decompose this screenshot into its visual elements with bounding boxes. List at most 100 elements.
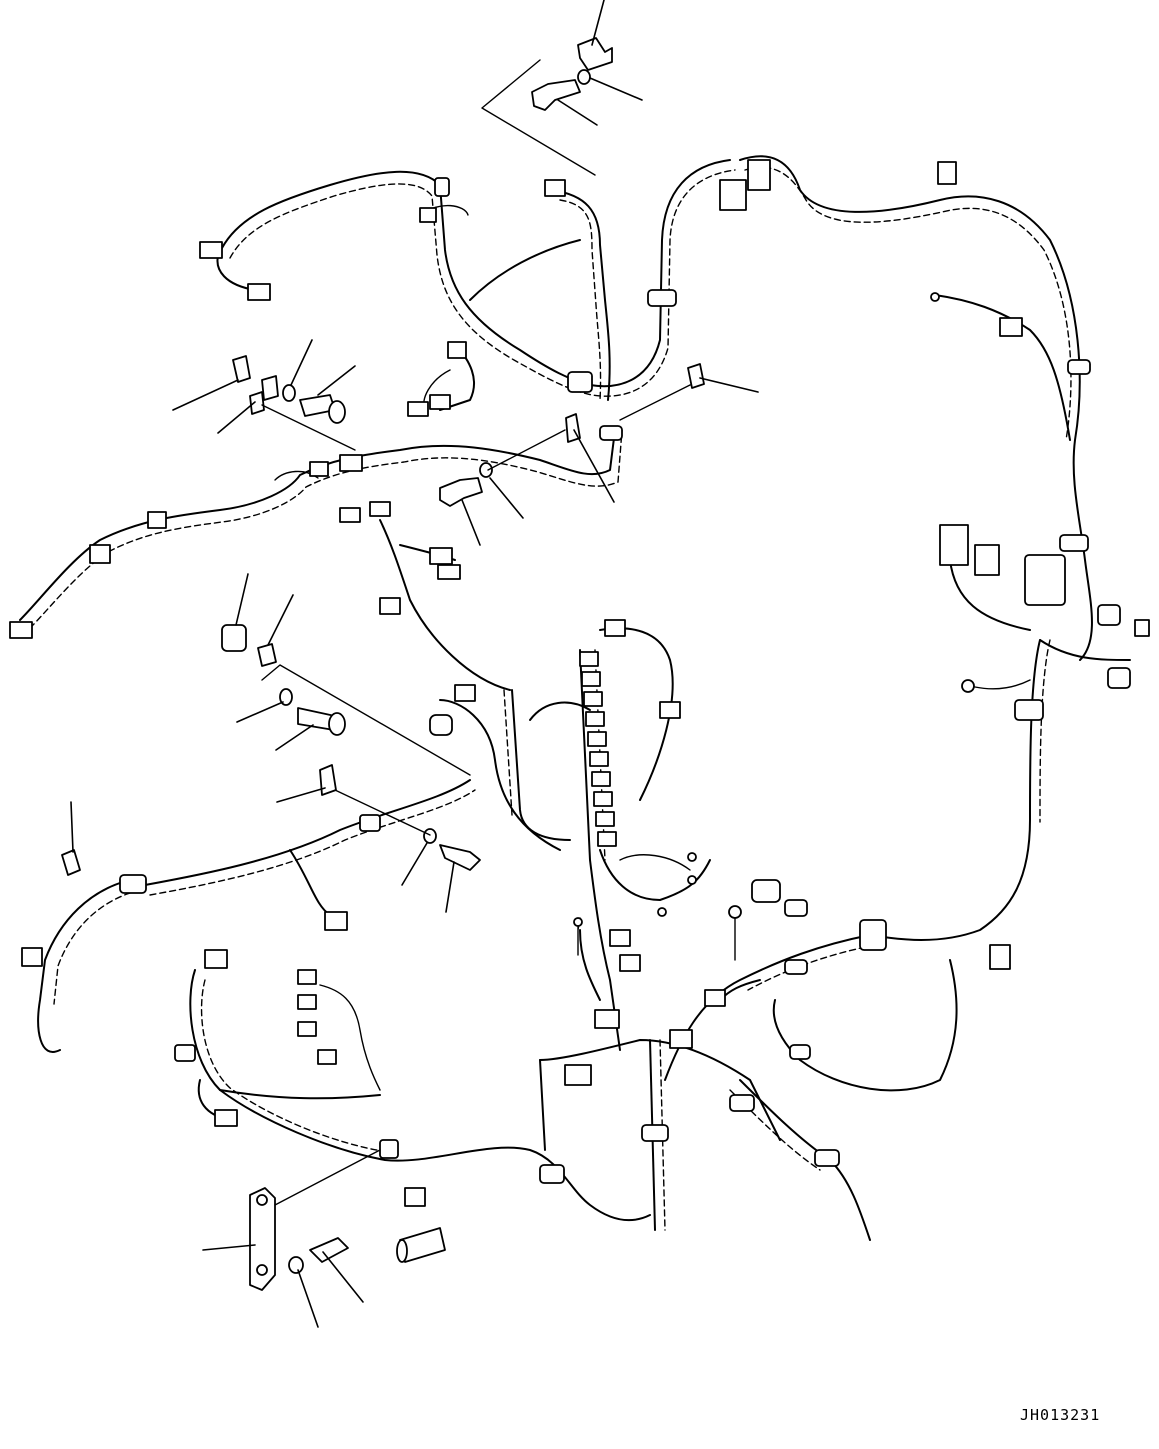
ring-terminal	[930, 292, 940, 302]
harness-clamp	[599, 425, 623, 441]
connector	[407, 401, 429, 417]
harness-clamp	[647, 289, 677, 307]
connector	[404, 1187, 426, 1207]
ring-terminal	[573, 917, 583, 927]
harness-clamp	[1014, 699, 1044, 721]
harness-clamp	[174, 1044, 196, 1062]
connector	[199, 241, 223, 259]
connector	[619, 954, 641, 972]
harness-clamp	[434, 177, 450, 197]
harness-clamp	[119, 874, 147, 894]
spacer-collar	[221, 624, 247, 652]
washer	[279, 688, 293, 706]
strap-bracket	[249, 1187, 276, 1291]
connector	[595, 811, 615, 827]
connector	[1024, 554, 1066, 606]
connector	[751, 879, 781, 903]
harness-clamp	[1067, 359, 1091, 375]
harness-clamp	[789, 1044, 811, 1060]
connector	[591, 771, 611, 787]
connector	[297, 1021, 317, 1037]
bolt-head	[328, 400, 346, 424]
ring-terminal	[961, 679, 975, 693]
connector	[704, 989, 726, 1007]
connector	[747, 159, 771, 191]
connector	[589, 751, 609, 767]
bolt	[439, 844, 481, 871]
harness-left-lower	[37, 779, 651, 1222]
connector	[437, 564, 461, 580]
harness-center-trunk	[439, 627, 674, 1051]
bracket	[261, 375, 279, 401]
connector	[939, 524, 969, 566]
bracket	[61, 849, 81, 876]
washer	[577, 69, 591, 85]
connector	[297, 994, 317, 1010]
bracket	[257, 643, 277, 667]
hardware-middle-left	[61, 624, 481, 876]
connector	[429, 714, 453, 736]
ring-terminals	[573, 292, 1031, 961]
connector	[937, 161, 957, 185]
connector	[669, 1029, 693, 1049]
connector	[317, 1049, 337, 1065]
drawing-code: JH013231	[1020, 1406, 1100, 1424]
washer	[282, 384, 296, 402]
harness-clamp	[567, 371, 593, 393]
connector	[719, 179, 747, 211]
harness-clamp	[784, 899, 808, 917]
connector	[339, 454, 363, 472]
bolt	[439, 477, 483, 507]
connector	[593, 791, 613, 807]
harness-upper-left	[216, 159, 736, 411]
harness-right	[664, 155, 1131, 1241]
connector	[214, 1109, 238, 1127]
connector	[339, 507, 361, 523]
connector	[583, 691, 603, 707]
connector	[999, 317, 1023, 337]
connector	[1134, 619, 1150, 637]
connector	[89, 544, 111, 564]
bolt-head	[328, 712, 346, 736]
ring-terminal	[687, 875, 697, 885]
connector	[581, 671, 601, 687]
harness-clamp	[1097, 604, 1121, 626]
harness-clamp	[539, 1164, 565, 1184]
connector	[564, 1064, 592, 1086]
grommet	[396, 1227, 446, 1263]
connector-stack	[579, 651, 726, 1049]
bracket	[249, 391, 265, 415]
hardware-top	[481, 37, 613, 176]
connector	[21, 947, 43, 967]
connector	[604, 619, 626, 637]
connector	[9, 621, 33, 639]
connector	[454, 684, 476, 702]
harness-clamps	[119, 177, 1121, 1184]
bracket	[577, 37, 613, 71]
connector	[585, 711, 605, 727]
bracket	[319, 764, 337, 796]
connector	[587, 731, 607, 747]
bolt	[309, 1237, 349, 1263]
connector	[204, 949, 228, 969]
harness-clamp	[359, 814, 381, 832]
harness-lower-center	[539, 849, 781, 1231]
connector	[429, 394, 451, 410]
connector	[597, 831, 617, 847]
connector	[447, 341, 467, 359]
ring-terminal	[728, 905, 742, 919]
ring-terminal	[687, 852, 697, 862]
harness-clamp	[379, 1139, 399, 1159]
connector	[379, 597, 401, 615]
connector	[579, 651, 599, 667]
connector	[297, 969, 317, 985]
bolt	[531, 79, 581, 111]
connector	[609, 929, 631, 947]
connector	[429, 547, 453, 565]
connectors	[9, 159, 1150, 1207]
washer	[288, 1256, 304, 1274]
connector	[419, 207, 437, 223]
connector	[989, 944, 1011, 970]
harness-clamp	[1059, 534, 1089, 552]
ring-terminal	[657, 907, 667, 917]
